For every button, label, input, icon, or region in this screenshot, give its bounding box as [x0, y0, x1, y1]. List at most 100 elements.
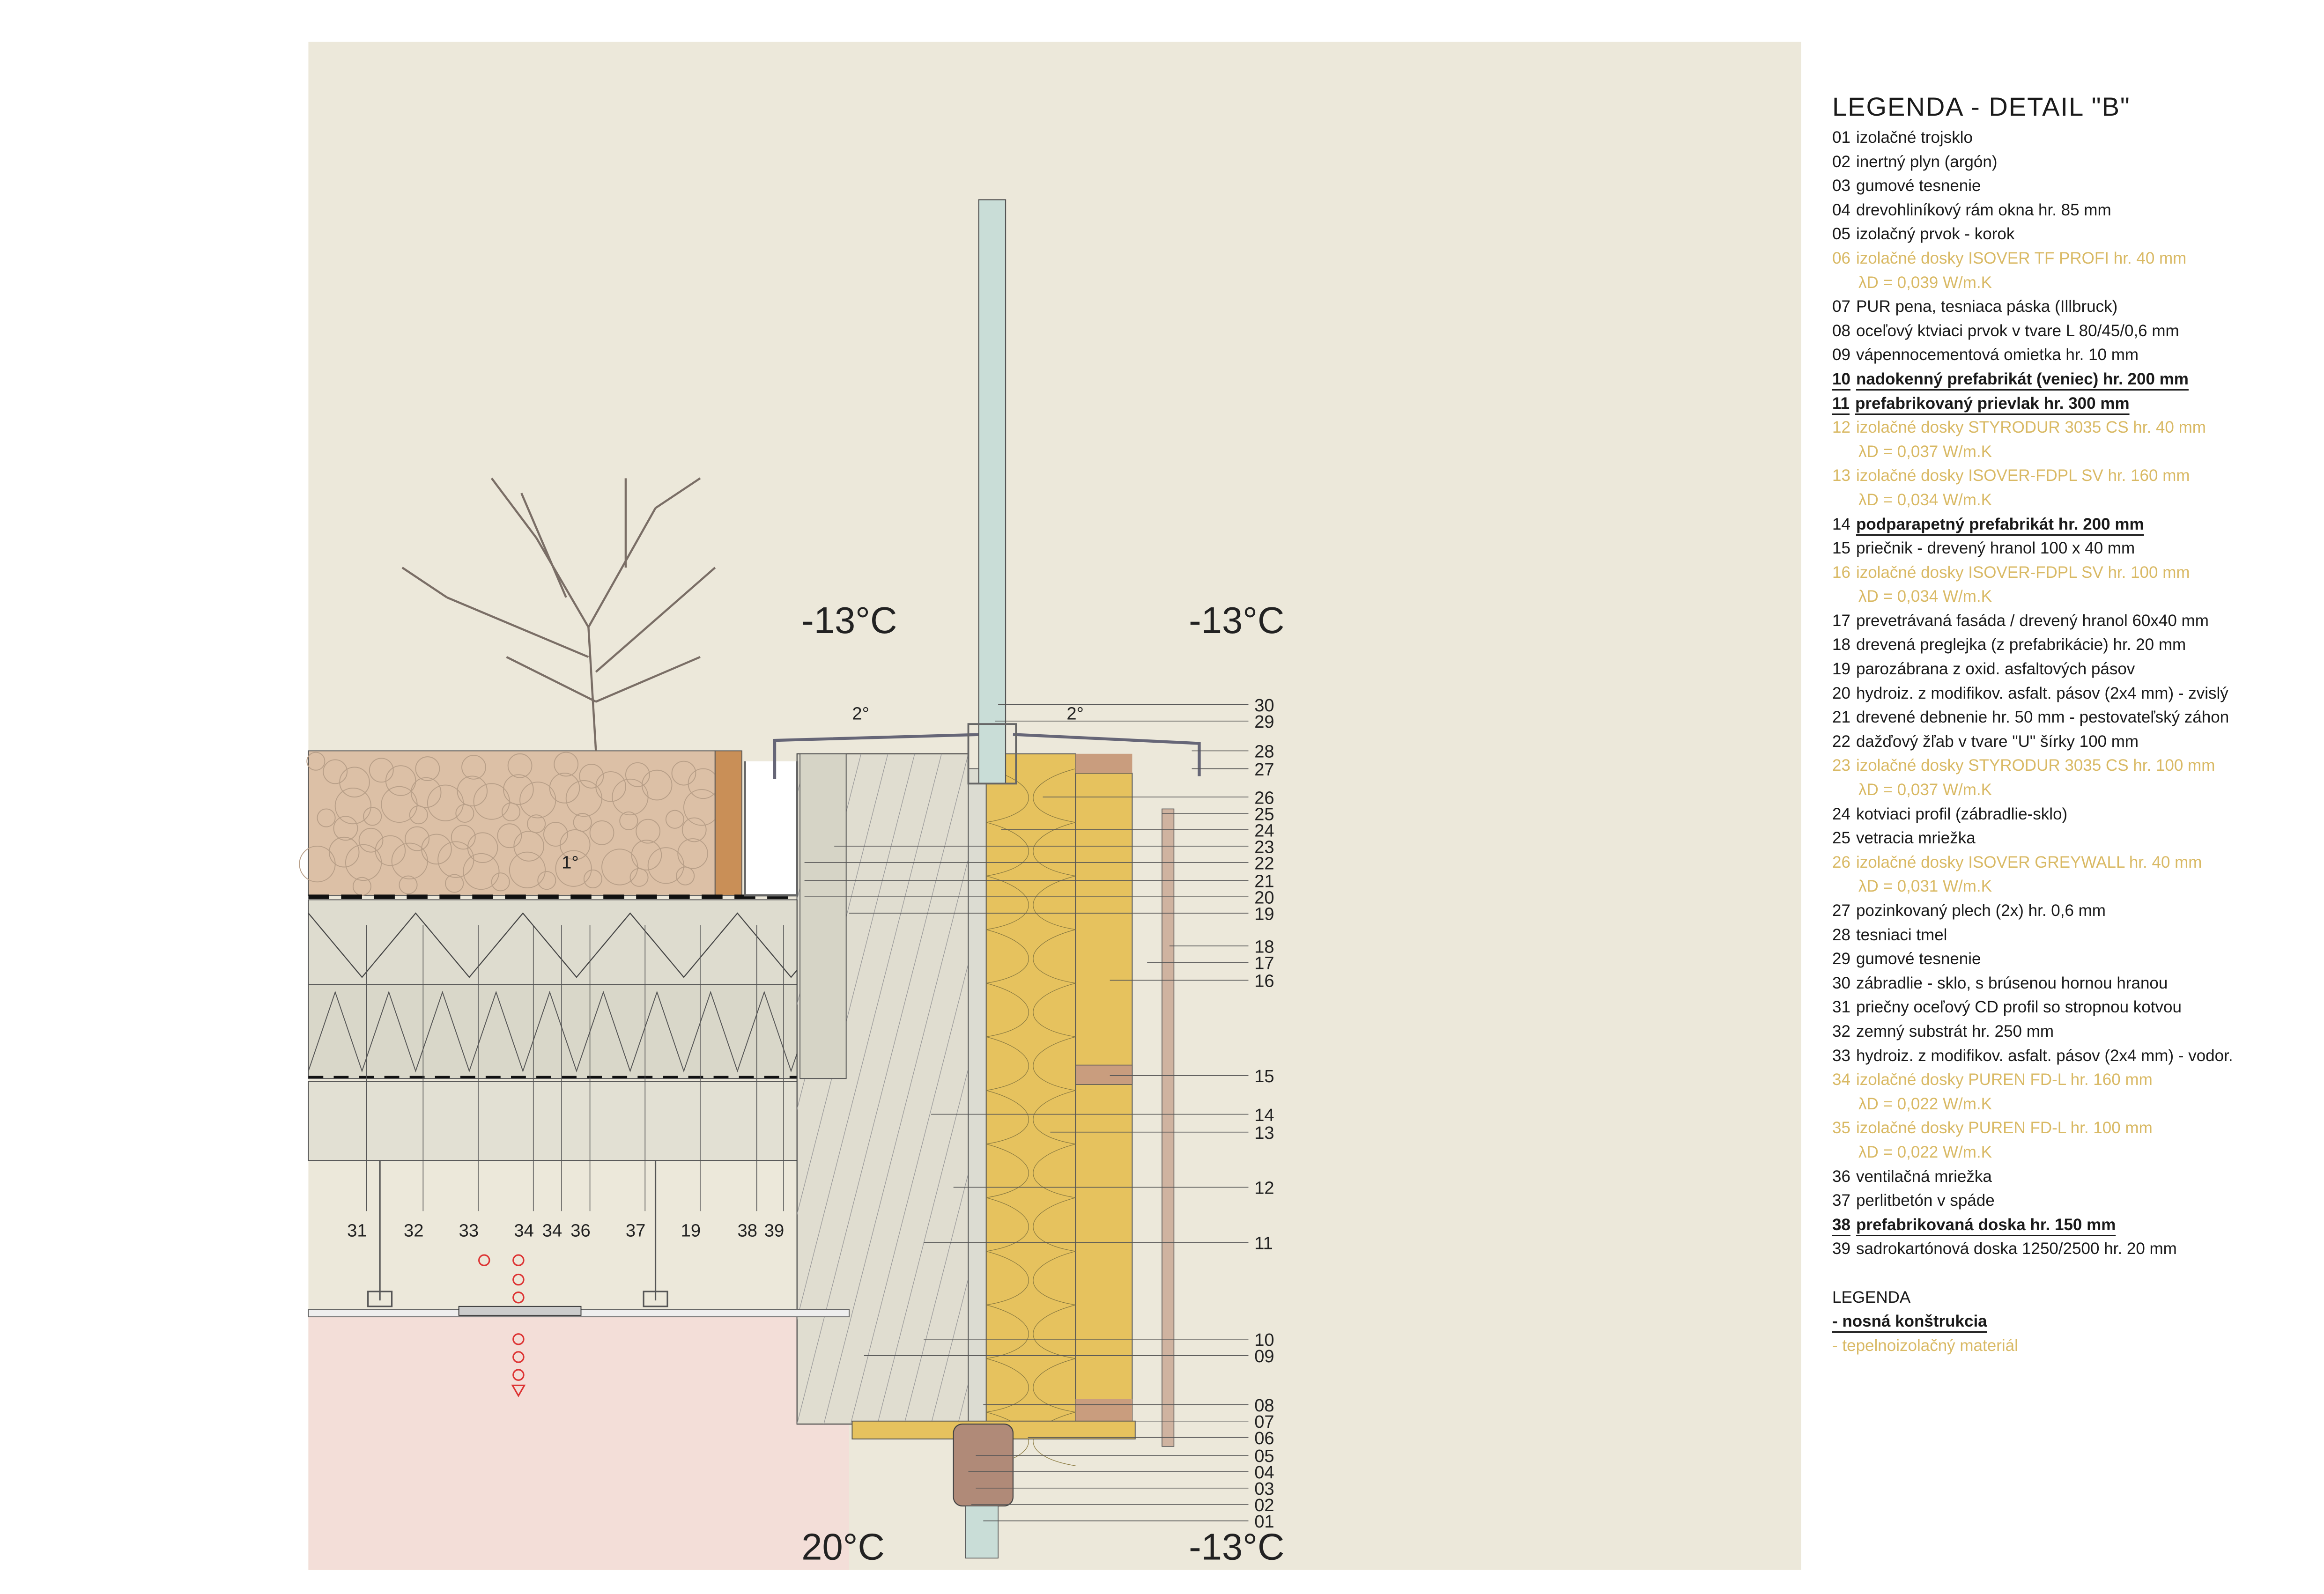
soil-pebble — [334, 787, 371, 825]
insulation-hatch — [308, 990, 845, 1073]
legend-item-text: perlitbetón v spáde — [1856, 1191, 1995, 1210]
legend-item-number: 24 — [1832, 804, 1850, 823]
legend-item-number: 29 — [1832, 950, 1850, 968]
soil-pebble — [385, 765, 416, 796]
soil-pebble — [625, 762, 650, 787]
legend-spacer — [1832, 1261, 2324, 1285]
soil-pebble — [363, 807, 382, 826]
legend-item-text: pozinkovaný plech (2x) hr. 0,6 mm — [1856, 901, 2106, 920]
callout-label-05: 05 — [1254, 1446, 1274, 1466]
legend-item-lambda: λD = 0,039 W/m.K — [1858, 273, 1992, 292]
soil-pebble — [375, 835, 406, 866]
insulation-wave — [986, 1251, 1076, 1306]
legend-item-text: izolačné dosky ISOVER-FDPL SV hr. 100 mm — [1856, 563, 2190, 582]
legend-item-number: 02 — [1832, 152, 1850, 171]
legend-item-number: 34 — [1832, 1070, 1850, 1089]
soil-pebble — [306, 752, 326, 771]
callout-label-32: 32 — [404, 1220, 423, 1240]
soil-pebble — [381, 786, 418, 823]
legend-item-text: vápennocementová omietka hr. 10 mm — [1856, 346, 2139, 364]
soil-pebble — [503, 774, 534, 805]
callout-label-02: 02 — [1254, 1495, 1274, 1515]
soil-pebble — [681, 817, 707, 842]
legend-item-number: 27 — [1832, 901, 1850, 920]
legend-item-text: izolačné dosky ISOVER GREYWALL hr. 40 mm — [1856, 853, 2202, 871]
legend-item-text: nadokenný prefabrikát (veniec) hr. 200 m… — [1856, 369, 2189, 388]
legend-item-text: hydroiz. z modifikov. asfalt. pásov (2x4… — [1856, 1046, 2233, 1065]
soil-pebble — [437, 841, 474, 878]
wooden-planter-board — [714, 750, 742, 896]
concrete-hatch — [797, 753, 888, 1111]
greywall-insulation — [968, 768, 987, 1424]
legend-item-text: vetracia mriežka — [1856, 829, 1976, 848]
shrub-branch — [506, 656, 597, 703]
insulation-hatch — [308, 912, 845, 978]
concrete-hatch — [797, 753, 915, 1216]
legend-item-number: 20 — [1832, 684, 1850, 702]
soil-pebble — [631, 840, 662, 871]
glass-railing — [978, 199, 1007, 784]
legend-item-number: 23 — [1832, 756, 1850, 775]
callout-label-39: 39 — [764, 1220, 784, 1240]
legend-item-lambda: λD = 0,031 W/m.K — [1858, 877, 1992, 896]
callout-label-06: 06 — [1254, 1428, 1274, 1448]
facade-plywood — [1162, 808, 1175, 1447]
callout-label-34: 34 — [514, 1220, 533, 1240]
callout-label-26: 26 — [1254, 788, 1274, 808]
soil-pebble — [537, 871, 556, 890]
rain-gutter — [743, 761, 799, 897]
insulation-wave — [986, 929, 1076, 984]
callout-label-11: 11 — [1254, 1233, 1273, 1253]
soil-pebble — [554, 752, 579, 777]
callout-label-10: 10 — [1254, 1330, 1274, 1350]
callout-label-19: 19 — [1254, 904, 1274, 924]
legend-item-text: parozábrana z oxid. asfaltových pásov — [1856, 660, 2135, 679]
soil-pebble — [589, 820, 614, 845]
callout-label-08: 08 — [1254, 1395, 1274, 1416]
soil-pebble — [583, 869, 602, 888]
legend-item-number: 32 — [1832, 1022, 1850, 1041]
soil-pebble — [676, 866, 695, 886]
legend-item-number: 15 — [1832, 539, 1850, 558]
callout-label-37: 37 — [626, 1220, 645, 1240]
legend-item-number: 33 — [1832, 1046, 1850, 1065]
soil-pebble — [555, 850, 592, 887]
soil-pebble — [677, 838, 708, 869]
roof-insulation-35 — [308, 984, 801, 1079]
concrete-hatch — [850, 962, 969, 1424]
legend-item-text: gumové tesnenie — [1856, 950, 1981, 968]
soil-pebble — [405, 826, 430, 851]
slope-left: 2° — [852, 704, 869, 724]
callout-label-18: 18 — [1254, 937, 1274, 957]
legend-item-number: 03 — [1832, 177, 1850, 195]
legend-item-number: 35 — [1832, 1119, 1850, 1137]
callout-label-25: 25 — [1254, 804, 1274, 824]
legend-item-lambda: λD = 0,022 W/m.K — [1858, 1094, 1992, 1113]
legend-key-insulation: - tepelnoizolačný materiál — [1832, 1336, 2018, 1355]
wall-insulation-13 — [985, 753, 1076, 1425]
soil-pebble — [519, 782, 556, 819]
legend-item-number: 30 — [1832, 974, 1850, 992]
soil-pebble — [323, 759, 348, 784]
soil-pebble — [463, 853, 500, 890]
legend-item-33: 33 hydroiz. z modifikov. asfalt. pásov (2… — [1832, 1044, 2324, 1068]
legend-item-lambda: λD = 0,034 W/m.K — [1858, 490, 1992, 509]
soil-pebble — [501, 802, 521, 821]
callout-label-23: 23 — [1254, 837, 1274, 857]
callout-label-31: 31 — [347, 1220, 367, 1240]
